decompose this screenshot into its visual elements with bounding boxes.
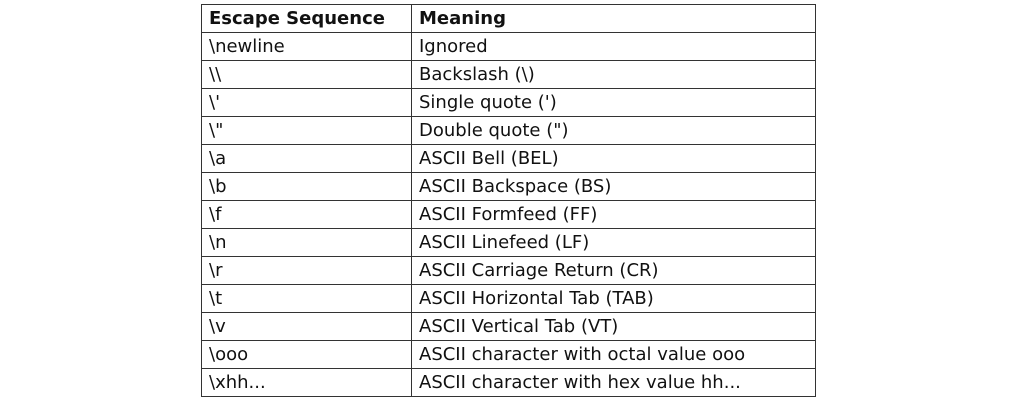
meaning-cell: ASCII Vertical Tab (VT) [411, 312, 816, 341]
meaning-cell: ASCII Linefeed (LF) [411, 228, 816, 257]
meaning-cell: ASCII character with hex value hh... [411, 368, 816, 397]
table-row: \t ASCII Horizontal Tab (TAB) [201, 284, 816, 313]
escape-sequence-cell: \v [201, 312, 412, 341]
escape-sequence-cell: \' [201, 88, 412, 117]
table-row: \xhh... ASCII character with hex value h… [201, 368, 816, 397]
escape-sequence-cell: \newline [201, 32, 412, 61]
escape-sequence-cell: \r [201, 256, 412, 285]
escape-sequence-cell: \b [201, 172, 412, 201]
table-row: \" Double quote (") [201, 116, 816, 145]
table-row: \a ASCII Bell (BEL) [201, 144, 816, 173]
table-row: \r ASCII Carriage Return (CR) [201, 256, 816, 285]
table-row: \newline Ignored [201, 32, 816, 61]
escape-sequence-cell: \\ [201, 60, 412, 89]
header-row: Escape Sequence Meaning [201, 4, 816, 33]
table-row: \f ASCII Formfeed (FF) [201, 200, 816, 229]
meaning-cell: ASCII Carriage Return (CR) [411, 256, 816, 285]
escape-sequence-cell: \xhh... [201, 368, 412, 397]
meaning-cell: Backslash (\) [411, 60, 816, 89]
table-header: Escape Sequence Meaning [201, 4, 816, 33]
escape-sequence-cell: \n [201, 228, 412, 257]
table-row: \' Single quote (') [201, 88, 816, 117]
escape-sequence-cell: \a [201, 144, 412, 173]
header-escape-sequence: Escape Sequence [201, 4, 412, 33]
meaning-cell: ASCII Horizontal Tab (TAB) [411, 284, 816, 313]
table-row: \n ASCII Linefeed (LF) [201, 228, 816, 257]
table-row: \b ASCII Backspace (BS) [201, 172, 816, 201]
table-row: \ooo ASCII character with octal value oo… [201, 340, 816, 369]
table-body: \newline Ignored \\ Backslash (\) \' Sin… [201, 32, 816, 397]
meaning-cell: ASCII Backspace (BS) [411, 172, 816, 201]
meaning-cell: Ignored [411, 32, 816, 61]
meaning-cell: Double quote (") [411, 116, 816, 145]
escape-sequence-cell: \ooo [201, 340, 412, 369]
meaning-cell: ASCII Bell (BEL) [411, 144, 816, 173]
escape-sequence-cell: \f [201, 200, 412, 229]
table-row: \v ASCII Vertical Tab (VT) [201, 312, 816, 341]
meaning-cell: ASCII character with octal value ooo [411, 340, 816, 369]
meaning-cell: ASCII Formfeed (FF) [411, 200, 816, 229]
escape-sequence-cell: \" [201, 116, 412, 145]
table-row: \\ Backslash (\) [201, 60, 816, 89]
escape-sequence-cell: \t [201, 284, 412, 313]
header-meaning: Meaning [411, 4, 816, 33]
escape-sequence-table: Escape Sequence Meaning \newline Ignored… [201, 4, 816, 397]
meaning-cell: Single quote (') [411, 88, 816, 117]
